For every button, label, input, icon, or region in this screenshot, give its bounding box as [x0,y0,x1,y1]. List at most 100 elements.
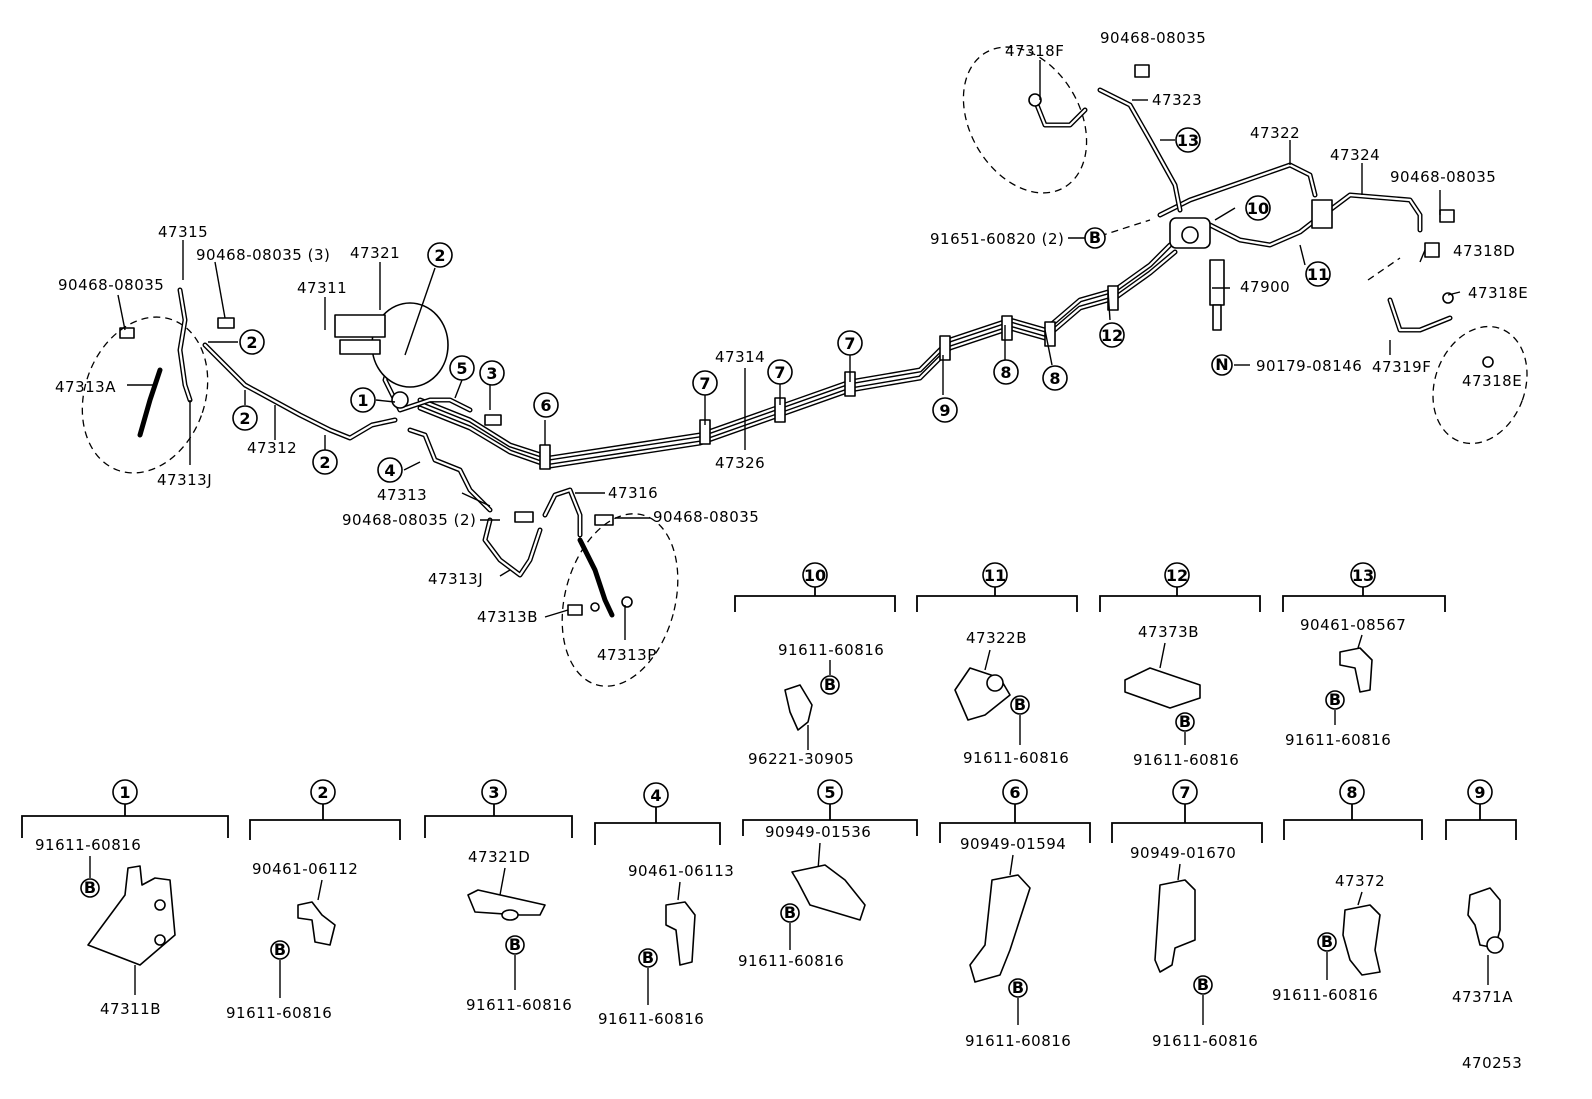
svg-text:10: 10 [804,566,826,585]
label-47313: 47313 [377,486,427,504]
callout-7a: 7 [837,330,863,356]
callout-9: 9 [932,397,958,423]
svg-text:6: 6 [1009,783,1020,802]
svg-text:3: 3 [486,364,497,383]
svg-text:B: B [274,940,286,959]
label-47316: 47316 [608,484,658,502]
callout-2c: 2 [232,405,258,431]
d13-item-1: 91611-60816 [1285,731,1391,749]
label-47900: 47900 [1240,278,1290,296]
callout-1: 1 [350,387,376,413]
svg-text:13: 13 [1352,566,1374,585]
svg-text:7: 7 [699,374,710,393]
callout-11: 11 [1305,261,1331,287]
label-90179-08146: 90179-08146 [1256,357,1362,375]
part-labels: 47318F 90468-08035 47323 47322 47324 904… [55,29,1528,664]
svg-text:10: 10 [1247,199,1269,218]
callout-b-main: B [1084,227,1106,249]
label-47324: 47324 [1330,146,1380,164]
callout-6: 6 [533,392,559,418]
svg-text:11: 11 [1307,265,1329,284]
detail-6: 6 90949-01594 B 91611-60816 [939,779,1091,1050]
label-47313J-a: 47313J [157,471,212,489]
label-47314: 47314 [715,348,765,366]
d8-item-1: 91611-60816 [1272,986,1378,1004]
svg-text:B: B [1329,690,1341,709]
callout-10: 10 [1245,195,1271,221]
svg-text:B: B [84,878,96,897]
svg-text:1: 1 [357,391,368,410]
svg-text:3: 3 [488,783,499,802]
callout-7b: 7 [767,359,793,385]
label-47318E-b: 47318E [1462,372,1522,390]
label-47322: 47322 [1250,124,1300,142]
svg-text:2: 2 [319,453,330,472]
d7-item-0: 90949-01670 [1130,844,1236,862]
svg-text:2: 2 [317,783,328,802]
detail-9: 9 47371A [1445,779,1517,1006]
svg-text:B: B [784,903,796,922]
callout-4: 4 [377,457,403,483]
label-90468-08035-left: 90468-08035 [58,276,164,294]
svg-text:9: 9 [939,401,950,420]
detail-8: 8 47372 B 91611-60816 [1272,779,1423,1004]
label-90468-08035-3: 90468-08035 (3) [196,246,330,264]
callout-2b: 2 [239,329,265,355]
label-47313P: 47313P [597,646,657,664]
svg-text:B: B [642,948,654,967]
callout-n: N [1211,354,1233,376]
callout-2d: 2 [312,449,338,475]
d13-item-0: 90461-08567 [1300,616,1406,634]
d6-item-1: 91611-60816 [965,1032,1071,1050]
detail-ellipses [81,46,1528,687]
d6-item-0: 90949-01594 [960,835,1066,853]
svg-text:8: 8 [1049,369,1060,388]
svg-text:7: 7 [774,363,785,382]
d3-item-1: 91611-60816 [466,996,572,1014]
label-47323: 47323 [1152,91,1202,109]
svg-text:B: B [509,935,521,954]
d2-item-1: 91611-60816 [226,1004,332,1022]
label-47318F-top: 47318F [1005,42,1064,60]
pipe-clamps [539,285,1119,470]
svg-text:11: 11 [984,566,1006,585]
svg-text:B: B [1321,932,1333,951]
d1-item-0: 91611-60816 [35,836,141,854]
label-90468-08035-top: 90468-08035 [1100,29,1206,47]
svg-text:B: B [1179,712,1191,731]
detail-11: 11 47322B B 91611-60816 [916,562,1078,767]
callout-12: 12 [1099,322,1125,348]
d4-item-1: 91611-60816 [598,1010,704,1028]
d5-item-1: 91611-60816 [738,952,844,970]
label-47313A: 47313A [55,378,116,396]
detail-10: 10 91611-60816 B 96221-30905 [734,562,896,768]
leader-lines [117,60,1461,640]
label-47312: 47312 [247,439,297,457]
detail-12: 12 47373B B 91611-60816 [1099,562,1261,769]
svg-text:B: B [1089,228,1101,247]
callout-8a: 8 [993,359,1019,385]
svg-text:2: 2 [239,409,250,428]
svg-text:12: 12 [1101,326,1123,345]
detail-13: 13 90461-08567 B 91611-60816 [1282,562,1446,749]
svg-text:5: 5 [456,359,467,378]
d10-item-1: 96221-30905 [748,750,854,768]
d7-item-1: 91611-60816 [1152,1032,1258,1050]
svg-text:2: 2 [434,246,445,265]
svg-text:6: 6 [540,396,551,415]
svg-text:B: B [824,675,836,694]
callouts-main: 13 10 11 12 B N 8 8 9 7 7 7 6 3 5 1 4 2 … [232,127,1331,483]
label-90468-08035-2: 90468-08035 (2) [342,511,476,529]
label-90468-08035-right: 90468-08035 [1390,168,1496,186]
svg-text:2: 2 [246,333,257,352]
brake-pipe-assembly [202,87,1423,538]
proportioning-valve [1169,199,1333,331]
d8-item-0: 47372 [1335,872,1385,890]
callout-2a: 2 [427,242,453,268]
svg-text:7: 7 [844,334,855,353]
svg-text:12: 12 [1166,566,1188,585]
label-47311: 47311 [297,279,347,297]
callout-5: 5 [449,355,475,381]
svg-text:1: 1 [119,783,130,802]
d1-item-1: 47311B [100,1000,161,1018]
